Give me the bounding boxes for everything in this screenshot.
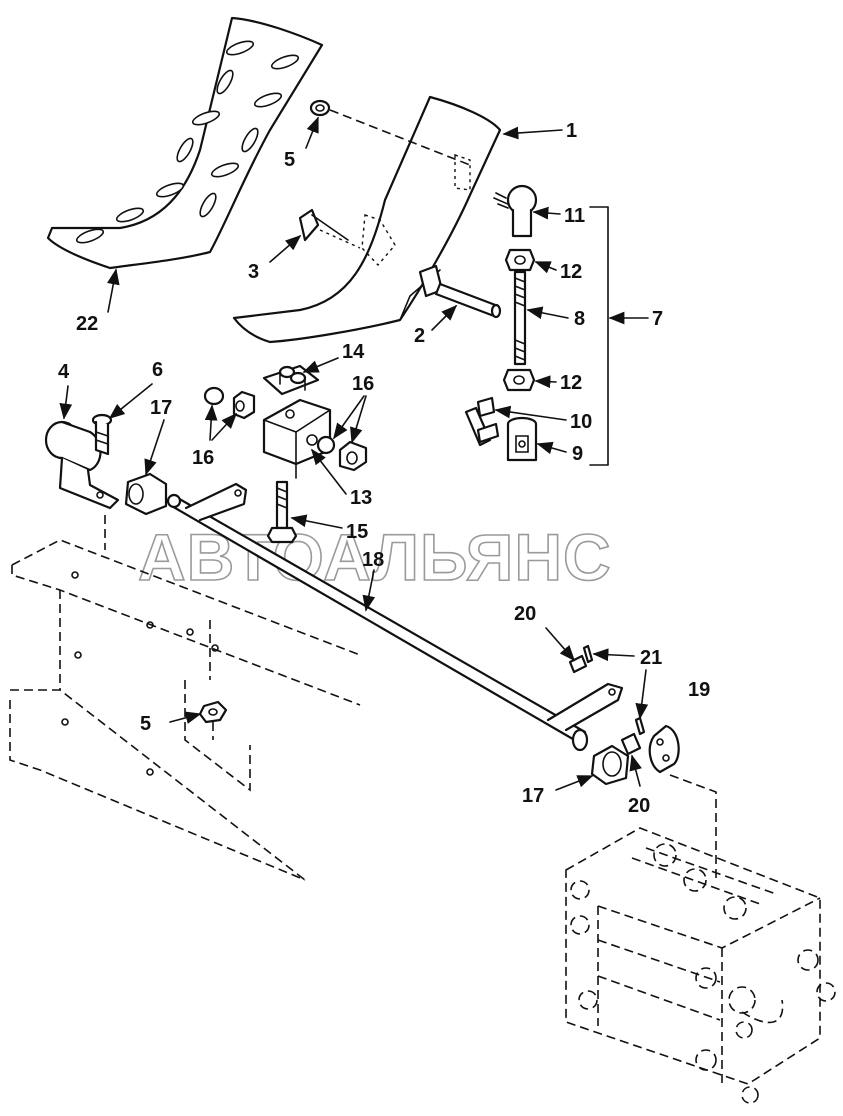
bushing-17-right xyxy=(590,744,630,786)
ball-joint xyxy=(493,184,538,238)
callout-17-right: 17 xyxy=(522,785,544,807)
callout-16-left: 16 xyxy=(192,447,214,469)
callout-9: 9 xyxy=(572,443,583,465)
roll-pin-lower xyxy=(620,716,646,756)
nut-top xyxy=(309,99,331,117)
callout-6: 6 xyxy=(152,359,163,381)
clevis-yoke xyxy=(506,416,538,462)
group-bracket xyxy=(589,206,609,466)
spring-clip xyxy=(298,208,361,249)
callout-5-frame: 5 xyxy=(140,713,151,735)
support-bracket xyxy=(44,420,120,510)
pedal-pad-treaded xyxy=(46,16,324,270)
callout-8: 8 xyxy=(574,308,585,330)
callout-13: 13 xyxy=(350,487,372,509)
pivot-pin xyxy=(434,282,502,319)
frame-rail xyxy=(9,515,361,881)
callout-19: 19 xyxy=(688,679,710,701)
hydraulic-valve xyxy=(565,827,836,1104)
callout-11: 11 xyxy=(564,205,585,227)
threaded-rod xyxy=(513,270,527,366)
nut-frame xyxy=(198,700,228,740)
lock-nut-upper xyxy=(504,248,536,272)
bushings-right xyxy=(316,435,368,472)
bolt-15 xyxy=(266,480,298,544)
callout-7: 7 xyxy=(652,308,663,330)
valve-lever xyxy=(648,724,680,774)
callout-20-lower: 20 xyxy=(628,795,650,817)
bolt-6 xyxy=(91,413,113,456)
bushing-17-left xyxy=(124,472,168,516)
lock-nut-lower xyxy=(502,368,536,392)
callout-1: 1 xyxy=(566,120,577,142)
callout-labels: 1 2 3 4 5 5 6 7 8 9 10 11 12 12 13 14 15… xyxy=(58,120,710,817)
callout-20-upper: 20 xyxy=(514,603,536,625)
callout-3: 3 xyxy=(248,261,259,283)
callout-18: 18 xyxy=(362,549,384,571)
pedal-main xyxy=(232,95,502,344)
callout-12-upper: 12 xyxy=(560,261,582,283)
mounting-plate xyxy=(262,364,320,396)
clevis-pin xyxy=(464,396,500,447)
callout-5-top: 5 xyxy=(284,149,295,171)
callout-2: 2 xyxy=(414,325,425,347)
callout-17-left: 17 xyxy=(150,397,172,419)
callout-14: 14 xyxy=(342,341,365,363)
callout-22: 22 xyxy=(76,313,98,335)
callout-10: 10 xyxy=(570,411,592,433)
leader-lines xyxy=(59,116,649,791)
callout-21: 21 xyxy=(640,647,662,669)
callout-15: 15 xyxy=(346,521,368,543)
callout-4: 4 xyxy=(58,361,70,383)
cross-shaft xyxy=(166,482,624,752)
callout-12-lower: 12 xyxy=(560,372,582,394)
callout-16-right: 16 xyxy=(352,373,374,395)
